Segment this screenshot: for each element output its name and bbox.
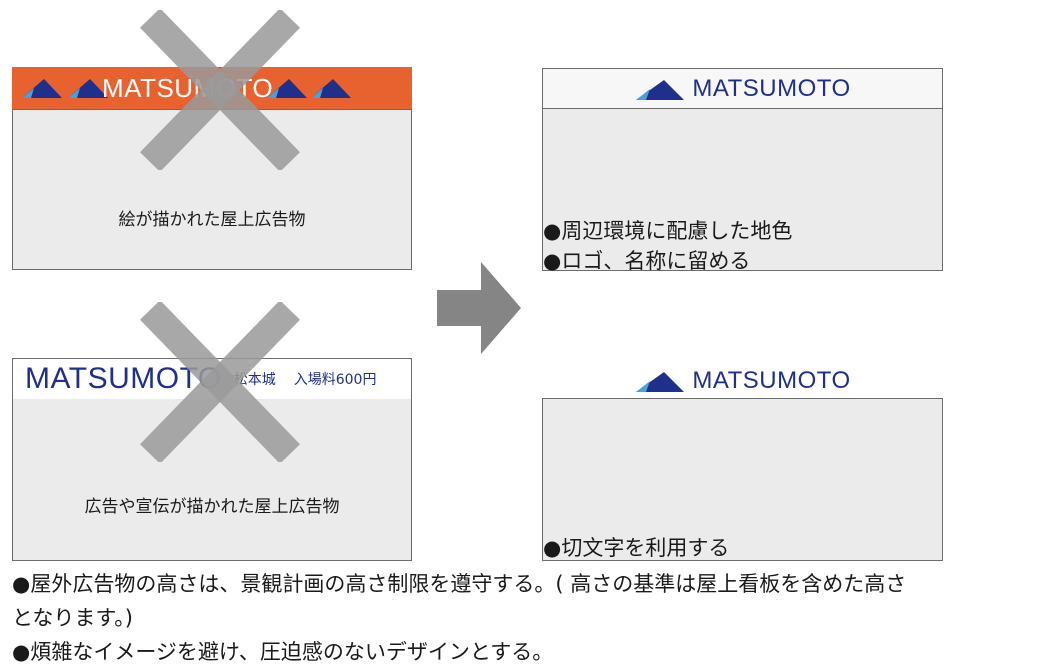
bad-ad-panel: 広告や宣伝が描かれた屋上広告物 [12,399,412,561]
bad-picture-logo-text: MATSUMOTO [102,72,274,103]
good-color-point: ●周辺環境に配慮した地色 [543,219,793,243]
good-color-point: ●ロゴ、名称に留める [543,249,751,273]
good-color-banner: MATSUMOTO [542,68,943,109]
bad-picture-panel: 絵が描かれた屋上広告物 [12,109,412,270]
mountain-icon [267,79,308,98]
right-arrow-icon [437,262,521,354]
bad-ad-caption: 広告や宣伝が描かれた屋上広告物 [84,497,340,517]
mountain-icon [636,79,685,100]
good-color-logo-text: MATSUMOTO [692,74,851,102]
bad-picture-caption: 絵が描かれた屋上広告物 [118,210,306,230]
good-color-panel [542,108,943,271]
mountain-icon [22,79,62,98]
mountain-icon [68,79,108,98]
good-cutout-panel [542,398,943,561]
good-cutout-point: ●切文字を利用する [543,536,730,560]
good-cutout-logo: MATSUMOTO [542,364,943,398]
bad-ad-fee-text: 入場料600円 [293,372,377,388]
note-height-limit: ●屋外広告物の高さは、景観計画の高さ制限を遵守する。( 高さの基準は屋上看板を含… [12,572,907,596]
bad-picture-banner: MATSUMOTO [12,67,412,109]
good-cutout-logo-text: MATSUMOTO [692,367,851,394]
bad-ad-castle-text: 松本城 [233,372,276,388]
bad-ad-logo-text: MATSUMOTO [25,362,222,395]
mountain-icon [636,372,685,392]
bad-ad-banner: MATSUMOTO 松本城 入場料600円 [12,358,412,400]
note-height-limit-continued: となります。) [12,606,133,630]
mountain-icon [311,79,352,98]
note-design: ●煩雑なイメージを避け、圧迫感のないデザインとする。 [12,640,554,664]
